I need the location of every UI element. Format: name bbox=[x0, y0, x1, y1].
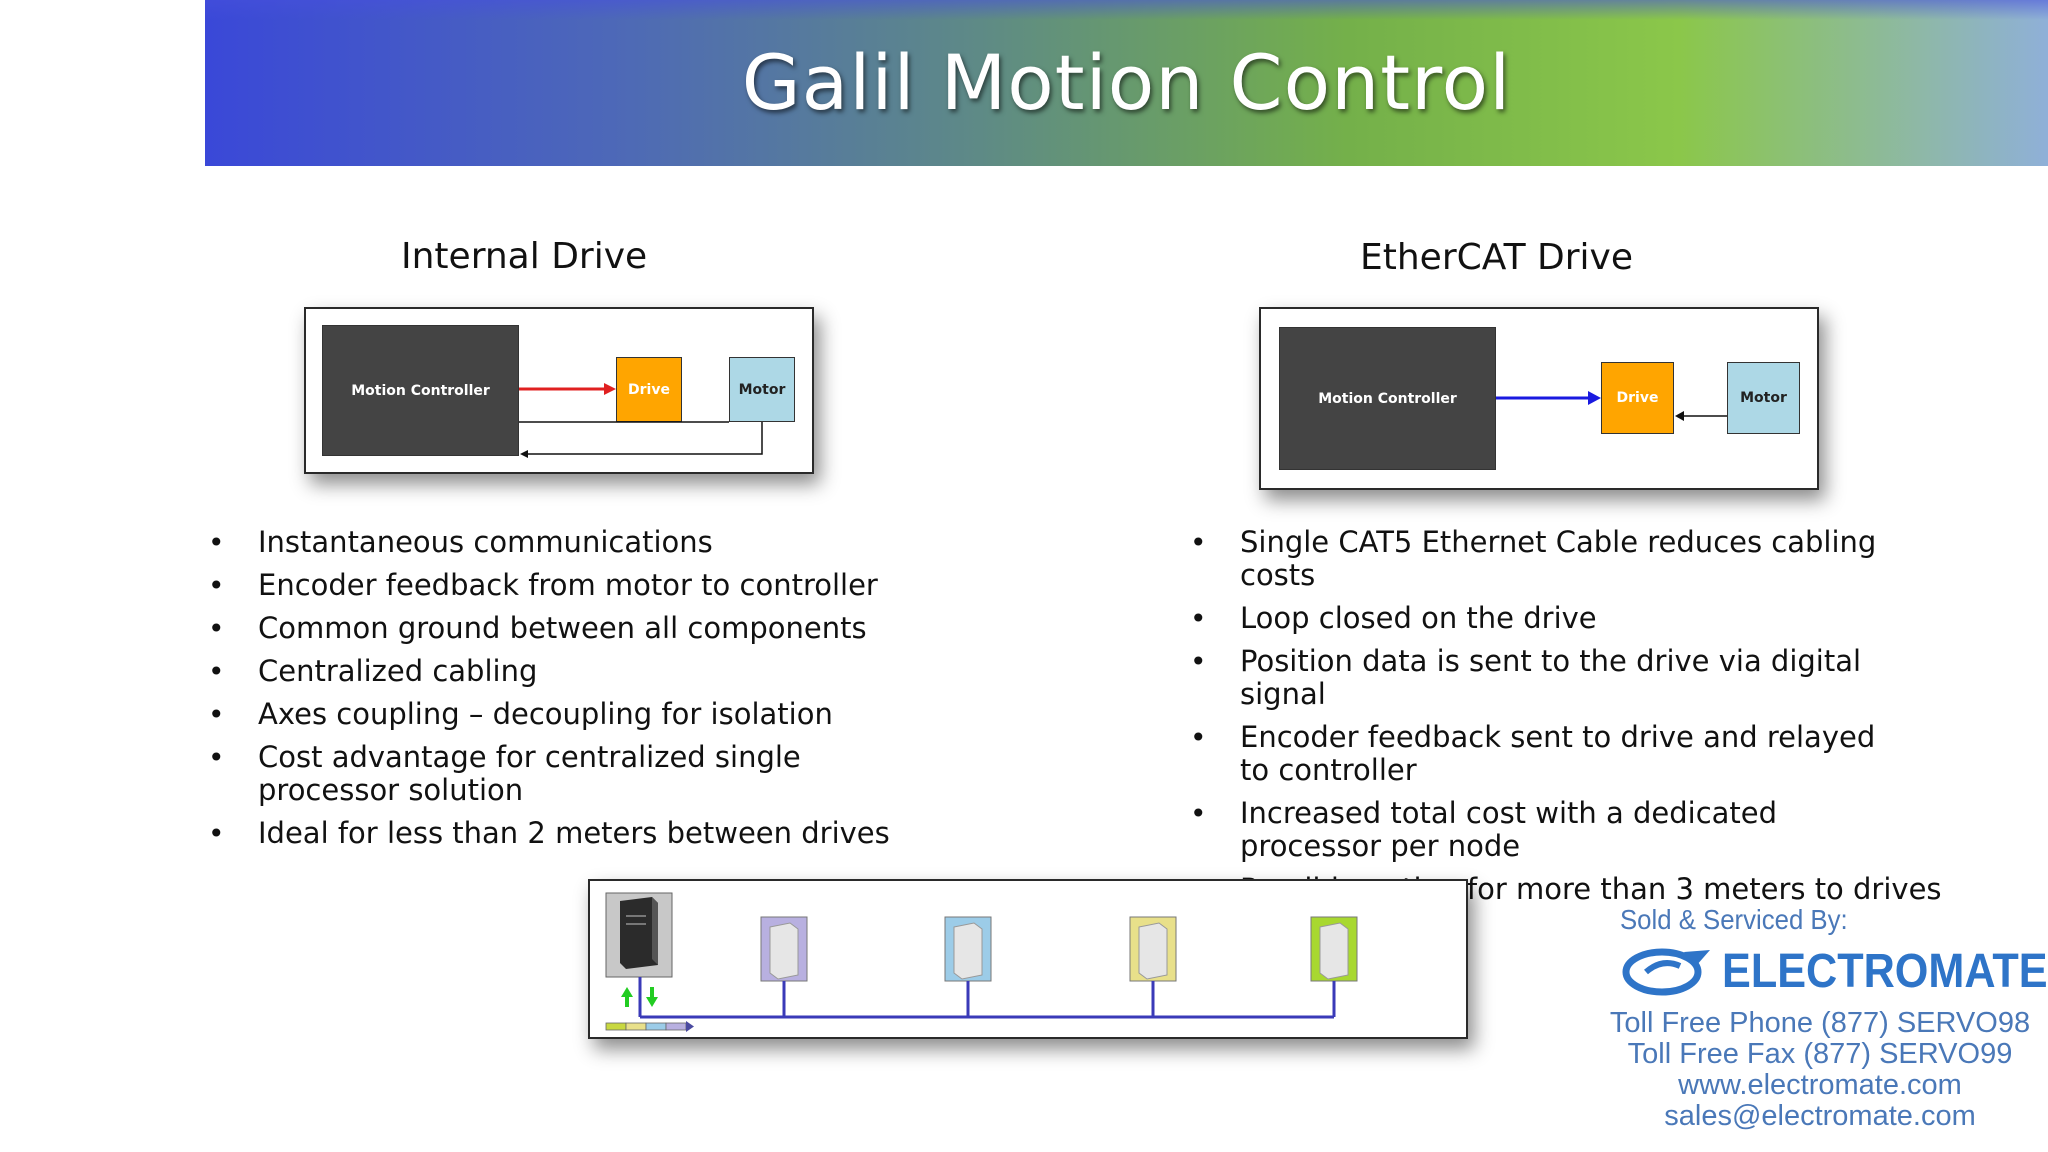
ethercat-diagram-connectors bbox=[1496, 391, 1727, 421]
motion-controller-box: Motion Controller bbox=[1279, 327, 1496, 470]
ethercat-node-icon bbox=[760, 916, 808, 1017]
ethercat-node-icon bbox=[1129, 916, 1177, 1017]
internal-drive-title: Internal Drive bbox=[401, 236, 648, 277]
drive-box: Drive bbox=[616, 357, 682, 422]
vendor-website-link[interactable]: www.electromate.com bbox=[1678, 1069, 1962, 1101]
ethercat-drive-bullets: Single CAT5 Ethernet Cable reduces cabli… bbox=[1190, 526, 1950, 916]
internal-diagram-connectors bbox=[519, 383, 763, 458]
list-item: Axes coupling – decoupling for isolation bbox=[208, 698, 968, 732]
drive-box: Drive bbox=[1601, 362, 1674, 434]
ethercat-node-icon bbox=[944, 916, 992, 1017]
list-item: Loop closed on the drive bbox=[1190, 602, 1950, 636]
list-item: Cost advantage for centralized single pr… bbox=[208, 741, 898, 807]
ethercat-network-diagram bbox=[588, 879, 1468, 1039]
internal-drive-bullets: Instantaneous communications Encoder fee… bbox=[208, 526, 968, 860]
list-item: Instantaneous communications bbox=[208, 526, 968, 560]
list-item: Common ground between all components bbox=[208, 612, 968, 646]
ethercat-drive-title: EtherCAT Drive bbox=[1360, 237, 1634, 278]
electromate-wordmark: ELECTROMATE bbox=[1722, 945, 2048, 998]
list-item: Increased total cost with a dedicated pr… bbox=[1190, 797, 1920, 863]
internal-drive-diagram: Motion Controller Drive Motor bbox=[304, 307, 814, 474]
sold-serviced-label: Sold & Serviced By: bbox=[1620, 904, 1848, 935]
electromate-logo: ELECTROMATE bbox=[1622, 942, 2048, 998]
motor-box: Motor bbox=[1727, 362, 1800, 434]
header-banner: Galil Motion Control bbox=[205, 0, 2048, 166]
vendor-email-link[interactable]: sales@electromate.com bbox=[1664, 1100, 1976, 1132]
ethercat-node-icon bbox=[1310, 916, 1358, 1017]
list-item: Encoder feedback from motor to controlle… bbox=[208, 569, 968, 603]
motion-controller-box: Motion Controller bbox=[322, 325, 519, 456]
list-item: Single CAT5 Ethernet Cable reduces cabli… bbox=[1190, 526, 1950, 592]
vendor-fax: Toll Free Fax (877) SERVO99 bbox=[1627, 1038, 2013, 1070]
list-item: Encoder feedback sent to drive and relay… bbox=[1190, 721, 1880, 787]
motor-box: Motor bbox=[729, 357, 795, 422]
page-title: Galil Motion Control bbox=[741, 38, 1512, 127]
list-item: Position data is sent to the drive via d… bbox=[1190, 645, 1950, 711]
controller-device-icon bbox=[605, 892, 673, 978]
electromate-logo-icon bbox=[1622, 948, 1710, 996]
list-item: Ideal for less than 2 meters between dri… bbox=[208, 817, 968, 851]
list-item: Centralized cabling bbox=[208, 655, 968, 689]
ethercat-drive-diagram: Motion Controller Drive Motor bbox=[1259, 307, 1819, 490]
network-graphic bbox=[605, 892, 1358, 1032]
vendor-phone: Toll Free Phone (877) SERVO98 bbox=[1609, 1007, 2031, 1039]
